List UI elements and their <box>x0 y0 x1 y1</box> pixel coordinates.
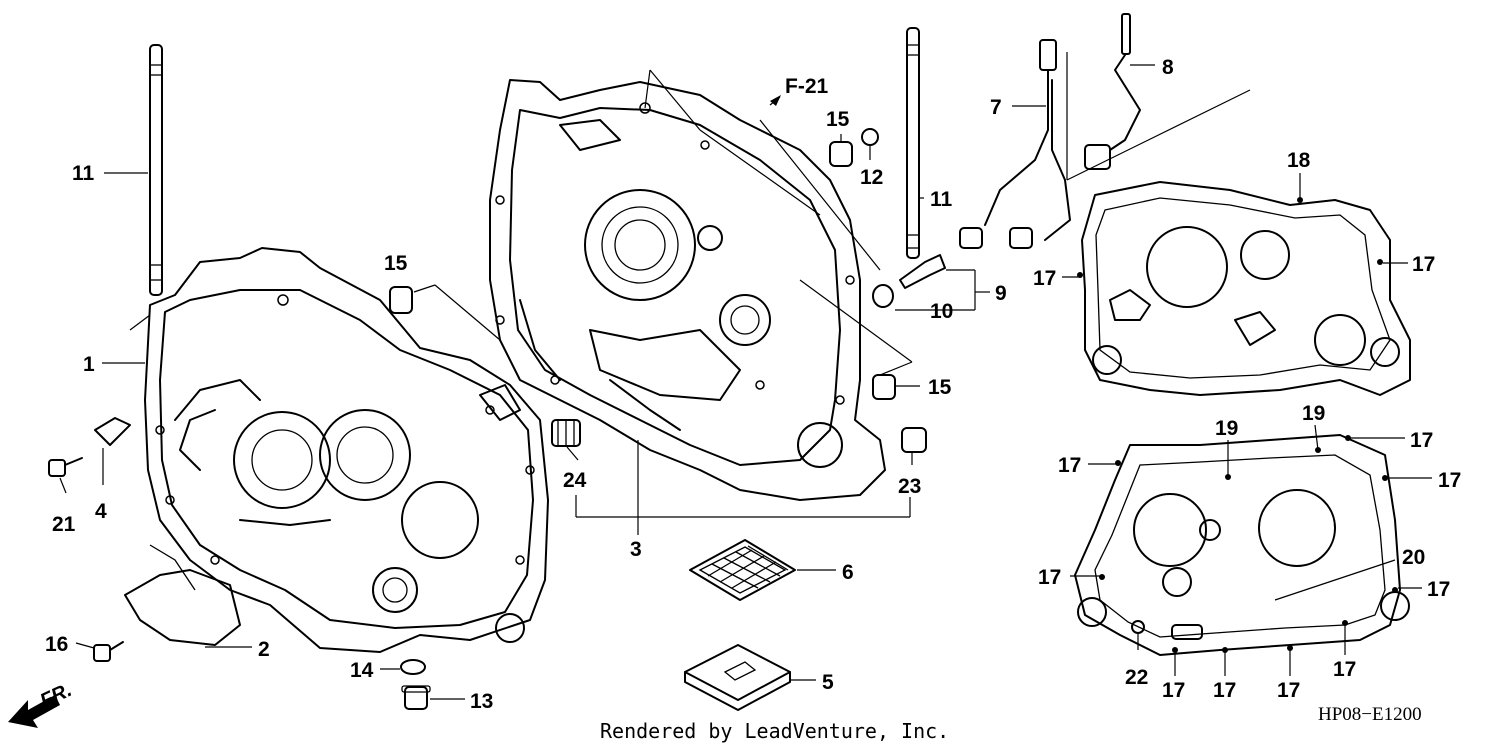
callout-6: 6 <box>842 561 854 584</box>
bolt-21 <box>48 457 83 477</box>
callout-13: 13 <box>470 690 493 713</box>
bolt-16 <box>93 641 124 662</box>
callout-24: 24 <box>563 469 587 492</box>
callout-7: 7 <box>990 96 1002 119</box>
bearing-23 <box>901 427 927 453</box>
callout-17-g: 17 <box>1427 578 1450 601</box>
stud-bolt-left <box>149 44 163 296</box>
callout-3: 3 <box>630 538 642 561</box>
plate-4 <box>94 417 131 446</box>
dowel-pin-15-left <box>389 286 413 314</box>
callout-1: 1 <box>83 353 95 376</box>
callout-11-left: 11 <box>72 162 95 185</box>
right-crankcase-half <box>489 79 886 501</box>
callout-17-a: 17 <box>1033 267 1056 290</box>
dowel-pin-15-right <box>872 374 896 400</box>
reference-label: F-21 <box>785 75 829 98</box>
callout-19-a: 19 <box>1215 417 1238 440</box>
callout-17-k: 17 <box>1277 679 1300 702</box>
front-direction-arrow: FR. <box>8 679 75 728</box>
o-ring-12 <box>861 128 879 146</box>
callout-12: 12 <box>860 166 883 189</box>
callout-15-top: 15 <box>826 108 850 131</box>
washer-14 <box>400 659 426 675</box>
bearing-24 <box>551 419 581 447</box>
callout-11-right: 11 <box>930 188 953 211</box>
left-crankcase-half <box>144 247 549 653</box>
callouts: 11 1 15 4 21 2 16 14 13 3 24 23 6 5 F-21… <box>45 56 1461 713</box>
gasket-20 <box>1074 434 1410 656</box>
callout-17-c: 17 <box>1410 429 1433 452</box>
leader-lines <box>59 52 1432 700</box>
neutral-switch-9 <box>899 254 946 289</box>
harness-8 <box>1084 13 1141 170</box>
harness-7 <box>959 39 1071 249</box>
callout-17-b: 17 <box>1412 253 1435 276</box>
callout-17-h: 17 <box>1333 658 1356 681</box>
gasket-18 <box>1077 181 1411 396</box>
callout-22: 22 <box>1125 666 1148 689</box>
guard-2 <box>124 544 241 646</box>
drain-bolt-13 <box>401 685 431 710</box>
callout-15-left: 15 <box>384 252 408 275</box>
callout-16: 16 <box>45 633 68 656</box>
callout-2: 2 <box>258 638 270 661</box>
callout-23: 23 <box>898 475 921 498</box>
strainer-cover-5 <box>684 644 791 711</box>
dowel-pin-15-top <box>829 141 853 167</box>
callout-8: 8 <box>1162 56 1174 79</box>
callout-17-d: 17 <box>1058 454 1081 477</box>
oil-seal-10 <box>872 284 894 308</box>
callout-9: 9 <box>995 282 1007 305</box>
oil-strainer-6 <box>689 539 796 601</box>
callout-17-i: 17 <box>1162 679 1185 702</box>
callout-17-e: 17 <box>1438 469 1461 492</box>
credit-text: Rendered by LeadVenture, Inc. <box>600 719 949 743</box>
callout-4: 4 <box>95 500 107 523</box>
stud-bolt-right <box>906 27 920 259</box>
callout-21: 21 <box>52 513 76 536</box>
callout-17-f: 17 <box>1038 566 1061 589</box>
callout-20: 20 <box>1402 546 1425 569</box>
callout-10: 10 <box>930 300 953 323</box>
callout-17-j: 17 <box>1213 679 1236 702</box>
callout-15-right: 15 <box>928 376 952 399</box>
callout-18: 18 <box>1287 149 1311 172</box>
callout-5: 5 <box>822 671 834 694</box>
callout-14: 14 <box>350 659 374 682</box>
callout-19-b: 19 <box>1302 402 1325 425</box>
diagram-code: HP08−E1200 <box>1318 704 1422 725</box>
